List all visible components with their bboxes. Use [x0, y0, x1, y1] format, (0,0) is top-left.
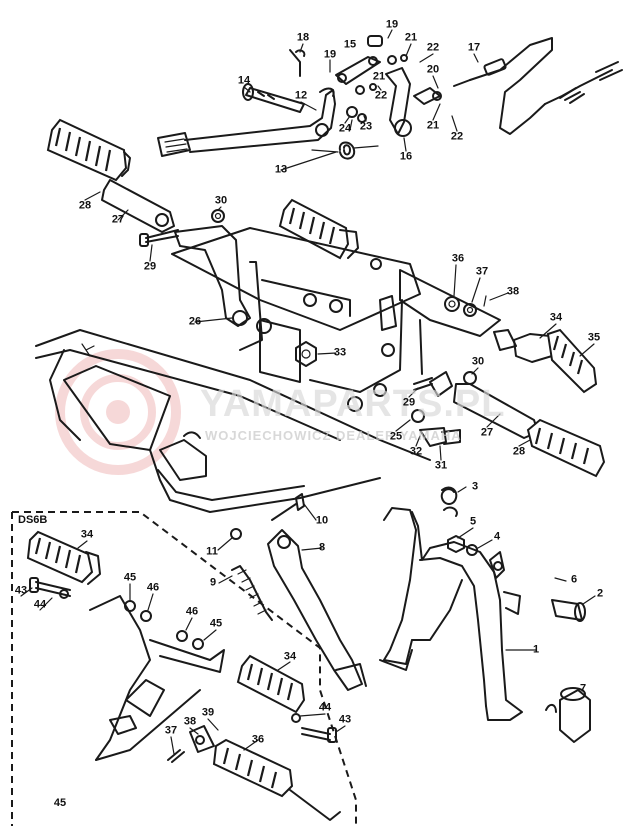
callout-37: 37	[164, 724, 178, 737]
callout-5: 5	[469, 515, 477, 528]
callout-27: 27	[480, 426, 494, 439]
watermark-emblem	[55, 349, 181, 475]
callout-2: 2	[596, 587, 604, 600]
callout-3: 3	[471, 480, 479, 493]
callout-44: 44	[318, 701, 332, 714]
callout-7: 7	[579, 682, 587, 695]
callout-4: 4	[493, 530, 501, 543]
callout-15: 15	[343, 38, 357, 51]
callout-17: 17	[467, 41, 481, 54]
callout-25: 25	[389, 430, 403, 443]
callout-6: 6	[570, 573, 578, 586]
callout-34: 34	[549, 311, 563, 324]
callout-22: 22	[374, 89, 388, 102]
callout-30: 30	[471, 355, 485, 368]
callout-45: 45	[209, 617, 223, 630]
callout-22: 22	[426, 41, 440, 54]
callout-28: 28	[512, 445, 526, 458]
callout-34: 34	[80, 528, 94, 541]
callout-23: 23	[359, 120, 373, 133]
brake-pedal-assembly	[157, 29, 623, 171]
footrest-right-upper	[278, 198, 382, 270]
callout-33: 33	[333, 346, 347, 359]
callout-38: 38	[506, 285, 520, 298]
callout-36: 36	[251, 733, 265, 746]
callout-13: 13	[274, 163, 288, 176]
footrest-rear-right	[493, 323, 598, 394]
callout-43: 43	[14, 584, 28, 597]
page-number: 45	[53, 797, 67, 809]
callout-20: 20	[426, 63, 440, 76]
callout-14: 14	[237, 74, 251, 87]
callout-28: 28	[78, 199, 92, 212]
callout-32: 32	[409, 445, 423, 458]
callout-44: 44	[33, 598, 47, 611]
footrest-right-lower	[395, 367, 606, 478]
callout-19: 19	[385, 18, 399, 31]
callout-37: 37	[475, 265, 489, 278]
callout-11: 11	[206, 545, 218, 558]
callout-21: 21	[426, 119, 440, 132]
callout-29: 29	[143, 260, 157, 273]
callout-30: 30	[214, 194, 228, 207]
callout-43: 43	[338, 713, 352, 726]
callout-31: 31	[434, 459, 448, 472]
callout-10: 10	[315, 514, 329, 527]
callout-27: 27	[111, 213, 125, 226]
group-label: DS6B	[18, 514, 48, 526]
callout-1: 1	[532, 643, 540, 656]
callout-35: 35	[587, 331, 601, 344]
footrest-left	[46, 118, 225, 262]
ds6b-group	[11, 511, 357, 826]
callout-39: 39	[201, 706, 215, 719]
callout-21: 21	[404, 31, 418, 44]
callout-36: 36	[451, 252, 465, 265]
callout-29: 29	[402, 396, 416, 409]
callout-22: 22	[450, 130, 464, 143]
callout-19: 19	[323, 48, 337, 61]
callout-46: 46	[185, 605, 199, 618]
callout-9: 9	[209, 576, 217, 589]
callout-26: 26	[188, 315, 202, 328]
frame-structure	[35, 225, 509, 513]
callout-24: 24	[338, 122, 352, 135]
callout-46: 46	[146, 581, 160, 594]
callout-16: 16	[399, 150, 413, 163]
callout-34: 34	[283, 650, 297, 663]
callout-18: 18	[296, 31, 310, 44]
callout-21: 21	[372, 70, 386, 83]
callout-8: 8	[318, 541, 326, 554]
callout-12: 12	[294, 89, 308, 102]
callout-38: 38	[183, 715, 197, 728]
center-stand	[217, 486, 596, 743]
callout-45: 45	[123, 571, 137, 584]
